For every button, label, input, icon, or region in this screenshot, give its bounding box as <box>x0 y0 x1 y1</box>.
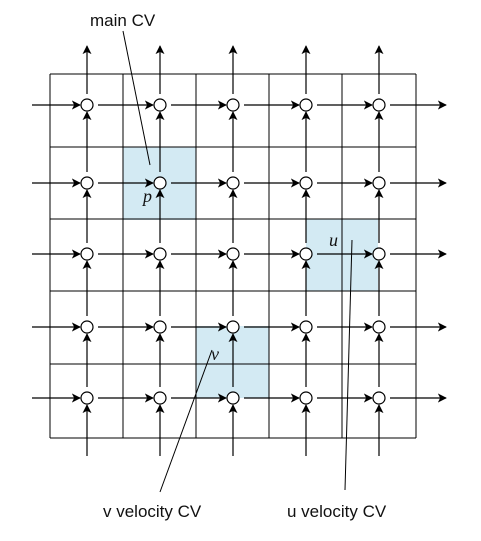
u-velocity-cv-label: u velocity CV <box>287 502 387 521</box>
p-symbol: p <box>141 186 152 206</box>
pressure-node <box>226 320 240 334</box>
pressure-node <box>226 247 240 261</box>
pressure-node <box>372 320 386 334</box>
u-velocity-cv-leader <box>344 239 353 491</box>
pressure-node <box>80 98 94 112</box>
pressure-node <box>372 391 386 405</box>
pressure-node <box>299 98 313 112</box>
pressure-node <box>153 247 167 261</box>
pressure-node <box>226 98 240 112</box>
pressure-node <box>153 98 167 112</box>
pressure-node <box>80 320 94 334</box>
velocity-arrows <box>32 45 447 456</box>
u-symbol: u <box>329 230 338 250</box>
pressure-node <box>153 176 167 190</box>
pressure-node <box>372 247 386 261</box>
pressure-node <box>80 247 94 261</box>
pressure-node <box>372 98 386 112</box>
pressure-node <box>299 176 313 190</box>
v-velocity-cv-label: v velocity CV <box>103 502 202 521</box>
pressure-node <box>299 320 313 334</box>
pressure-nodes <box>80 98 386 405</box>
main-cv-label: main CV <box>90 11 156 30</box>
pressure-node <box>226 391 240 405</box>
leader-lines <box>122 30 353 493</box>
pressure-node <box>299 391 313 405</box>
v-symbol: v <box>211 344 219 364</box>
pressure-node <box>153 320 167 334</box>
pressure-node <box>153 391 167 405</box>
pressure-node <box>80 391 94 405</box>
main-cv-leader <box>122 30 151 166</box>
pressure-node <box>372 176 386 190</box>
v-velocity-cv-leader <box>159 349 213 493</box>
pressure-node <box>226 176 240 190</box>
pressure-node <box>299 247 313 261</box>
pressure-node <box>80 176 94 190</box>
